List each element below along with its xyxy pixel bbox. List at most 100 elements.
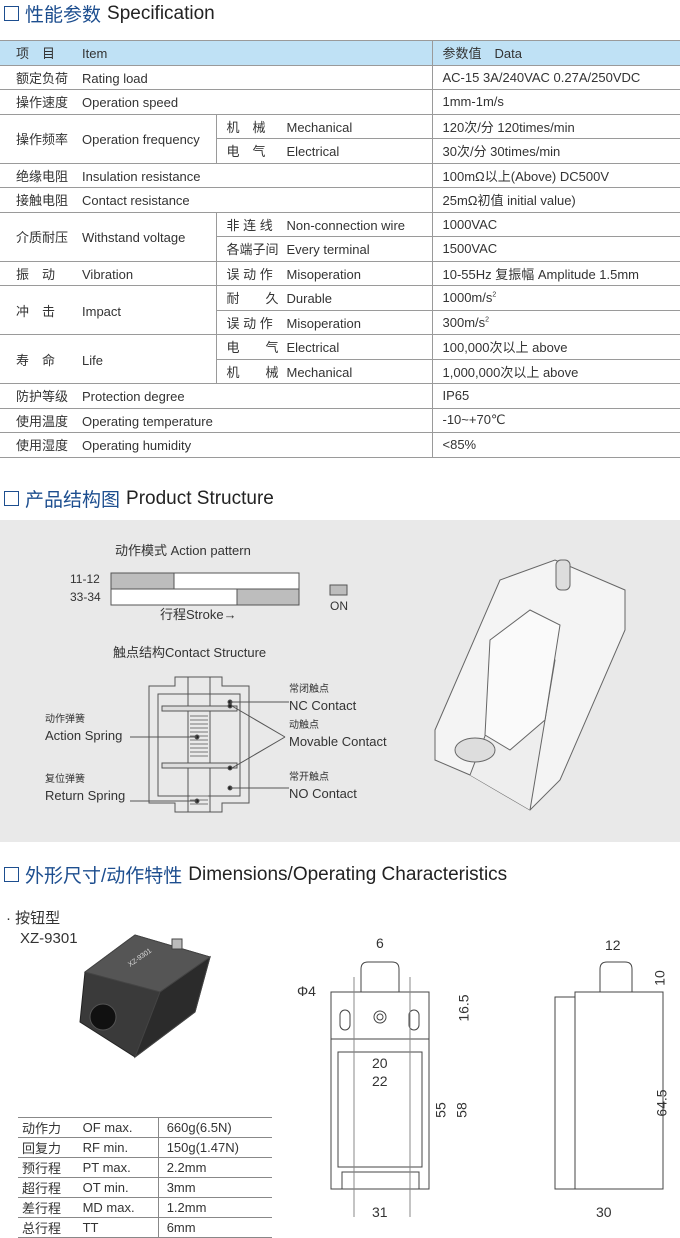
cell: 非 连 线 (226, 217, 273, 233)
cell: 机 械 (226, 119, 266, 135)
cell: TT (78, 1217, 159, 1238)
dim-side-width: 30 (596, 1204, 612, 1220)
cell: 机 械 (226, 364, 279, 380)
cell: 介质耐压 (16, 230, 69, 245)
cell: PT max. (78, 1157, 159, 1178)
cell: Withstand voltage (82, 230, 186, 245)
cell: Durable (286, 291, 333, 307)
dimension-drawings: XZ-9301 (79, 934, 664, 1217)
front-view (330, 961, 430, 1217)
title-zh: 外形尺寸/动作特性 (25, 866, 183, 887)
movable-contact-en: Movable Contact (289, 734, 387, 749)
cell: Operating temperature (82, 413, 213, 429)
no-contact-zh: 常开触点 (289, 772, 329, 783)
table-row: 各端子间 Every terminal 1500VAC (0, 236, 680, 262)
cell: 误 动 作 (226, 266, 273, 282)
square-icon (4, 491, 19, 506)
row-label-11-12: 11-12 (70, 572, 100, 586)
dim-side-h1: 10 (651, 970, 668, 986)
cell: Operating humidity (82, 438, 192, 454)
cell: 1,000,000次以上 above (431, 359, 680, 384)
cell: 2.2mm (157, 1157, 272, 1178)
product-exploded-view (434, 559, 626, 811)
cell: 动作力 (18, 1117, 79, 1138)
contact-structure-drawing (130, 676, 289, 813)
cell: -10~+70℃ (431, 408, 680, 433)
cell: Rating load (82, 70, 148, 86)
header-data: 参数值 Data (431, 40, 680, 66)
nc-contact-zh: 常闭触点 (289, 684, 329, 695)
cell: 1000VAC (431, 212, 680, 237)
movable-contact-zh: 动触点 (289, 720, 319, 731)
cell: 误 动 作 (226, 315, 273, 331)
cell: 回复力 (18, 1137, 79, 1158)
on-segment-33-34 (236, 588, 300, 606)
dim-front-w2: 22 (372, 1073, 388, 1089)
nc-contact-en: NC Contact (289, 698, 357, 713)
dim-front-h2: 55 (432, 1102, 449, 1118)
cell: Mechanical (286, 364, 353, 380)
cell: Operation speed (82, 95, 179, 111)
table-row: 使用湿度 Operating humidity <85% (0, 432, 680, 458)
cell: OT min. (78, 1177, 159, 1198)
cell: Electrical (286, 144, 340, 160)
dim-front-width: 31 (372, 1204, 388, 1220)
no-contact-en: NO Contact (289, 786, 357, 801)
cell: 寿 命 (16, 352, 56, 368)
cell: 使用湿度 (16, 438, 69, 454)
cell: 各端子间 (226, 242, 279, 258)
square-icon (4, 867, 19, 882)
cell: Electrical (286, 340, 340, 356)
cell: OF max. (78, 1117, 159, 1138)
table-row: 机 械 Mechanical 1,000,000次以上 above (0, 359, 680, 384)
cell: 30次/分 30times/min (431, 138, 680, 164)
superscript: 2 (492, 291, 497, 299)
cell: Misoperation (286, 315, 361, 331)
cell: Every terminal (286, 242, 370, 258)
cell: 冲 击 (16, 303, 56, 319)
row-label-33-34: 33-34 (70, 590, 101, 604)
cell: Life (82, 352, 103, 368)
cell: Vibration (82, 266, 134, 282)
cell: 振 动 (16, 266, 56, 282)
cell: 100mΩ以上(Above) DC500V (431, 163, 680, 188)
cell: Protection degree (82, 389, 185, 405)
structure-diagram (110, 559, 626, 813)
cell: 超行程 (18, 1177, 79, 1198)
on-segment-11-12 (110, 572, 175, 590)
cell: 1mm-1m/s (431, 89, 680, 115)
on-legend-label: ON (330, 599, 348, 613)
title-en: Specification (107, 2, 215, 24)
dim-front-h1: 16.5 (455, 994, 472, 1022)
cell: Misoperation (286, 266, 361, 282)
cell: <85% (431, 432, 680, 458)
on-legend-swatch (329, 584, 348, 596)
cell: 1500VAC (431, 236, 680, 262)
action-spring-en: Action Spring (45, 728, 123, 743)
superscript: 2 (485, 316, 490, 324)
stroke-label: 行程Stroke→ (160, 607, 237, 622)
title-en: Product Structure (126, 487, 274, 509)
cell: AC-15 3A/240VAC 0.27A/250VDC (431, 65, 680, 90)
dim-front-top: 6 (376, 935, 384, 951)
action-pattern-title: 动作模式 Action pattern (115, 543, 251, 558)
cell: MD max. (78, 1197, 159, 1218)
header-item-zh: 项 目 (16, 46, 56, 62)
cell: 总行程 (18, 1217, 79, 1238)
